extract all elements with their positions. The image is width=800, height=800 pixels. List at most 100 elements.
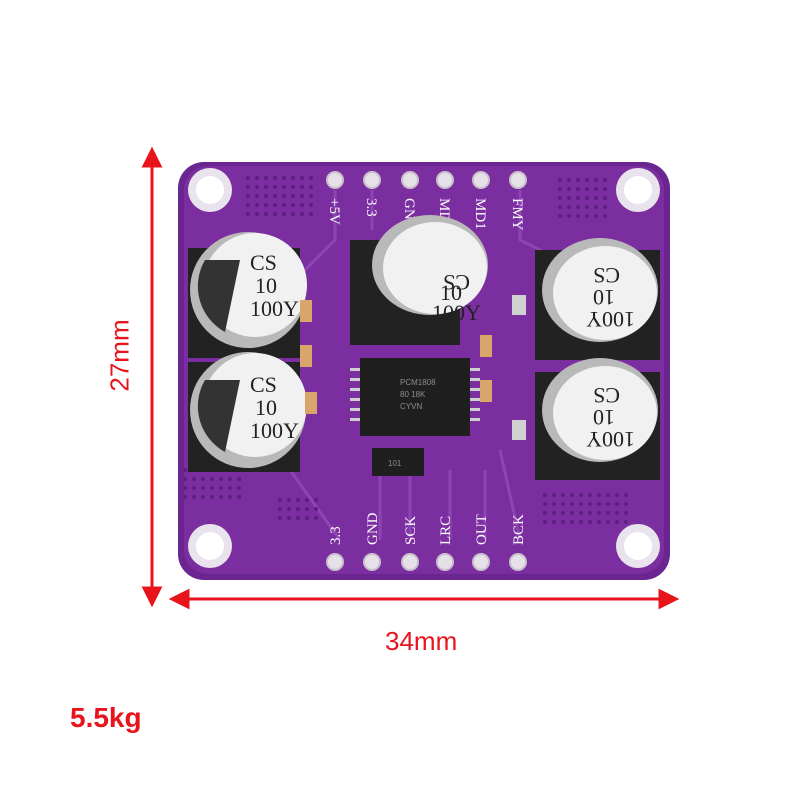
- via-dot: [588, 502, 592, 506]
- capacitor-label: 10: [255, 273, 277, 298]
- via-dot: [594, 178, 598, 182]
- via-dot: [558, 214, 562, 218]
- via-dot: [561, 520, 565, 524]
- pin-label-top: MD1: [472, 198, 488, 230]
- via-dot: [246, 185, 250, 189]
- pin-label-top: +5V: [326, 198, 342, 225]
- via-dot: [543, 511, 547, 515]
- via-dot: [543, 493, 547, 497]
- via-dot: [314, 507, 318, 511]
- via-dot: [273, 194, 277, 198]
- width-arrow: [168, 588, 680, 610]
- via-dot: [561, 493, 565, 497]
- via-dot: [237, 486, 241, 490]
- via-dot: [585, 187, 589, 191]
- via-dot: [291, 176, 295, 180]
- via-dot: [278, 507, 282, 511]
- via-dot: [615, 511, 619, 515]
- capacitor-label: 100Y: [250, 418, 299, 443]
- via-dot: [576, 196, 580, 200]
- via-dot: [183, 486, 187, 490]
- capacitor: 100Y 10 CS: [535, 358, 660, 480]
- via-dot: [305, 516, 309, 520]
- via-dot: [624, 493, 628, 497]
- via-dot: [597, 493, 601, 497]
- via-dot: [300, 194, 304, 198]
- via-dot: [570, 493, 574, 497]
- via-dot: [210, 477, 214, 481]
- via-dot: [558, 205, 562, 209]
- via-dot: [576, 214, 580, 218]
- via-dot: [576, 178, 580, 182]
- capacitor-label: 10: [440, 280, 462, 305]
- via-dot: [264, 176, 268, 180]
- via-dot: [615, 502, 619, 506]
- via-dot: [579, 520, 583, 524]
- via-dot: [576, 205, 580, 209]
- via-dot: [579, 493, 583, 497]
- via-dot: [561, 502, 565, 506]
- adc-chip: PCM1808 80 18K CYVN: [350, 358, 480, 436]
- via-dot: [603, 178, 607, 182]
- pin-label-bottom: OUT: [474, 514, 490, 545]
- capacitor-label: CS: [250, 372, 277, 397]
- via-dot: [309, 185, 313, 189]
- via-dot: [228, 477, 232, 481]
- via-dot: [558, 178, 562, 182]
- via-dot: [567, 187, 571, 191]
- via-dot: [282, 176, 286, 180]
- via-dot: [255, 203, 259, 207]
- via-dot: [264, 203, 268, 207]
- via-dot: [624, 502, 628, 506]
- via-dot: [282, 212, 286, 216]
- capacitor-label: 100Y: [432, 300, 481, 325]
- via-dot: [615, 520, 619, 524]
- via-dot: [192, 495, 196, 499]
- via-dot: [183, 495, 187, 499]
- via-dot: [543, 520, 547, 524]
- via-dot: [201, 495, 205, 499]
- via-dot: [314, 516, 318, 520]
- via-dot: [606, 502, 610, 506]
- via-dot: [597, 502, 601, 506]
- via-dot: [246, 203, 250, 207]
- via-dot: [246, 194, 250, 198]
- via-dot: [273, 185, 277, 189]
- capacitor-label: 100Y: [250, 296, 299, 321]
- via-dot: [210, 495, 214, 499]
- via-dot: [552, 502, 556, 506]
- via-dot: [585, 214, 589, 218]
- via-dot: [570, 520, 574, 524]
- bottom-pin-header: [326, 553, 527, 571]
- mounting-holes: [188, 168, 660, 568]
- small-chip-marking: 101: [388, 459, 402, 468]
- via-dot: [246, 176, 250, 180]
- via-dot: [192, 486, 196, 490]
- via-dot: [282, 203, 286, 207]
- via-dot: [558, 187, 562, 191]
- weight-label: 5.5kg: [70, 702, 142, 733]
- via-dot: [246, 212, 250, 216]
- via-dot: [561, 511, 565, 515]
- via-dot: [255, 176, 259, 180]
- via-dot: [287, 507, 291, 511]
- capacitor-label: 10: [593, 405, 615, 430]
- via-dot: [300, 185, 304, 189]
- pin-label-bottom: GND: [365, 512, 381, 545]
- via-dot: [567, 196, 571, 200]
- via-dot: [567, 178, 571, 182]
- height-dimension-label: 27mm: [104, 319, 135, 392]
- via-dot: [296, 498, 300, 502]
- via-dot: [603, 205, 607, 209]
- pin-label-top: FMY: [509, 198, 525, 231]
- via-dot: [588, 520, 592, 524]
- via-dot: [603, 187, 607, 191]
- via-dot: [296, 516, 300, 520]
- via-dot: [585, 196, 589, 200]
- capacitor: CS 10 100Y: [188, 232, 307, 358]
- via-dot: [278, 516, 282, 520]
- pin-label-bottom: LRC: [438, 516, 454, 545]
- via-dot: [606, 493, 610, 497]
- small-chip: 101: [372, 448, 424, 476]
- via-dot: [287, 498, 291, 502]
